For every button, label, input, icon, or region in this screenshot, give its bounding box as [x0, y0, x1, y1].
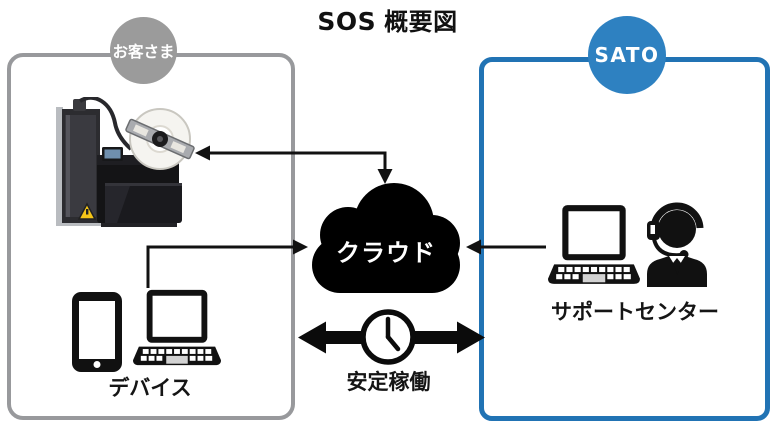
customer-badge: お客さま: [110, 17, 177, 84]
sato-badge-label: SATO: [594, 43, 660, 67]
double-headed-arrow: [298, 309, 485, 365]
support-laptop-icon: [548, 205, 640, 284]
devices-label: デバイス: [108, 376, 192, 400]
printer-icon: [56, 97, 195, 227]
tablet-icon: [72, 292, 122, 372]
sato-badge: SATO: [588, 16, 666, 94]
laptop-icon: [133, 289, 221, 366]
customer-badge-label: お客さま: [112, 42, 175, 61]
title-suffix: 概要図: [384, 8, 458, 36]
support-center-label: サポートセンター: [551, 300, 719, 324]
stability-label: 安定稼働: [346, 370, 431, 394]
operator-headset-icon: [647, 202, 707, 287]
cloud-label: クラウド: [336, 239, 436, 267]
clock-icon: [360, 309, 416, 365]
title-brand: SOS: [317, 7, 377, 36]
cloud-icon: [312, 183, 460, 293]
